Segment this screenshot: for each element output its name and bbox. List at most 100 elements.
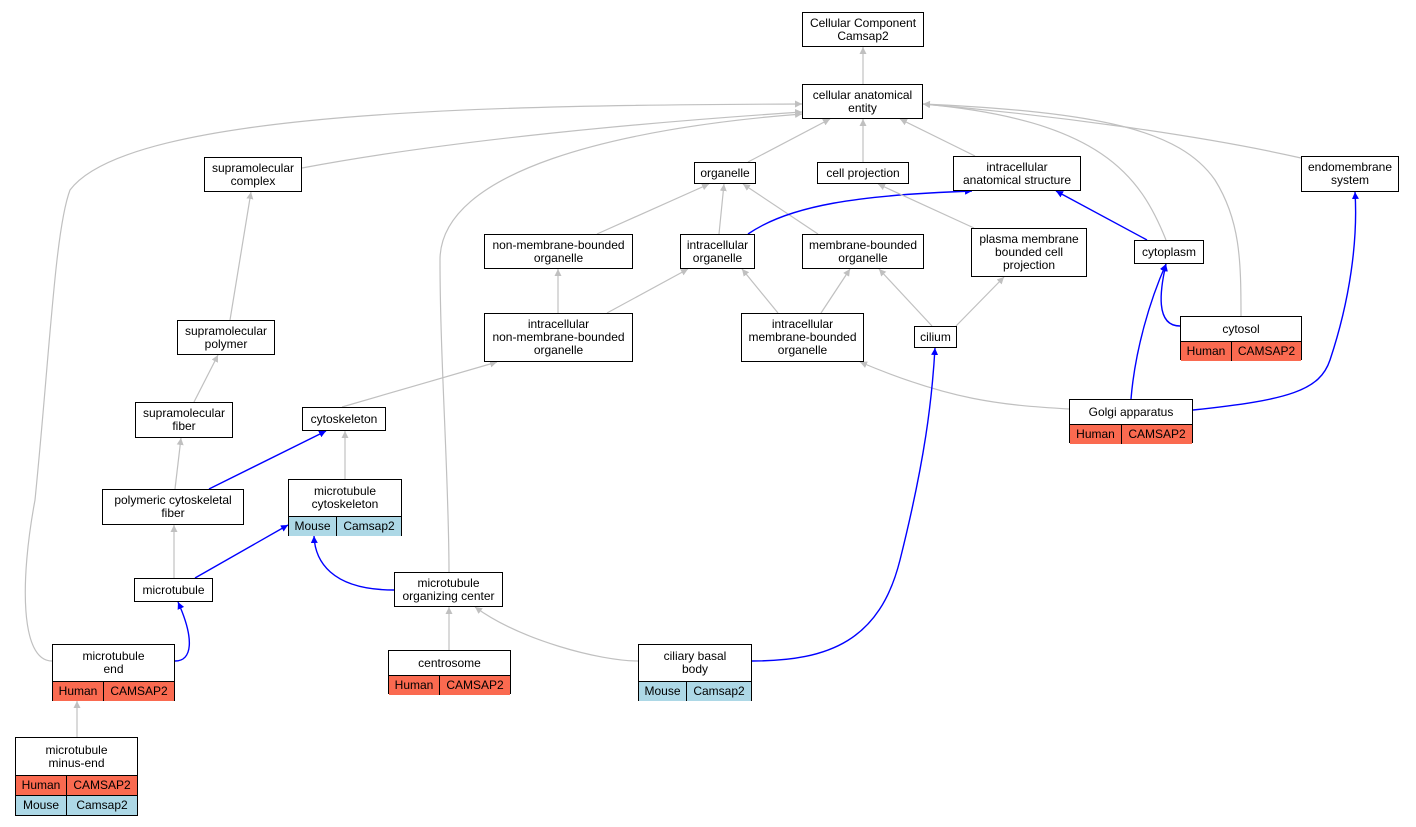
node-label: intracellular organelle [686,237,749,265]
edge-imbo-to-intracellular-organelle [741,268,779,314]
node-pcf[interactable]: polymeric cytoskeletal fiber [102,489,244,525]
gene-cell: CAMSAP2 [1237,344,1296,358]
edge-cytoplasm-to-cae [922,101,1167,241]
node-inmbo[interactable]: intracellular non-membrane-bounded organ… [484,313,633,362]
node-imbo[interactable]: intracellular membrane-bounded organelle [741,313,864,362]
node-label: non-membrane-bounded organelle [492,237,625,265]
edge-mtoc-to-mt-cytoskeleton [310,535,395,591]
node-label: intracellular anatomical structure [962,159,1072,187]
edge-cytosol-to-cytoplasm [1160,263,1181,327]
node-label: Golgi apparatus [1088,404,1174,419]
edge-cilium-to-pmbcp [955,276,1005,327]
edge-mtoc-to-cae [439,111,803,573]
node-label: supramolecular complex [211,160,295,188]
edge-golgi-to-cytoplasm [1130,263,1167,400]
node-label: intracellular non-membrane-bounded organ… [492,317,625,357]
node-nmbo[interactable]: non-membrane-bounded organelle [484,234,633,269]
annotation-row: Human CAMSAP2 [53,681,174,701]
gene-cell: CAMSAP2 [446,678,504,692]
gene-cell: Camsap2 [343,519,395,533]
node-label: cilium [920,329,951,344]
node-supramolecular-fiber[interactable]: supramolecular fiber [135,402,233,438]
edge-mt-end-to-cae [24,100,803,662]
node-cellular-component[interactable]: Cellular Component Camsap2 [802,12,924,47]
node-label: polymeric cytoskeletal fiber [114,493,232,520]
species-cell: Mouse [639,682,687,701]
species-cell: Mouse [289,517,337,536]
node-microtubule[interactable]: microtubule [134,578,213,602]
edge-microtubule-to-mt-cytoskeleton [194,524,289,579]
edge-supramolecular-complex-to-cae [301,108,803,169]
edge-imbo-to-mbo [820,268,851,314]
edge-supramolecular-fiber-to-supramolecular-polymer [193,354,219,403]
gene-cell: CAMSAP2 [110,684,168,698]
edge-mbo-to-organelle [742,183,819,235]
node-mtoc[interactable]: microtubule organizing center [394,572,503,607]
node-label: cytoskeleton [310,411,378,426]
edge-cilium-to-mbo [878,268,933,327]
node-label: microtubule organizing center [402,575,495,603]
edge-cytoskeleton-to-inmbo [341,360,498,408]
node-label: microtubule cytoskeleton [311,484,379,511]
node-label: supramolecular polymer [184,323,268,351]
node-label: endomembrane system [1307,160,1393,187]
edge-inmbo-to-intracellular-organelle [606,268,689,314]
edge-supramolecular-polymer-to-supramolecular-complex [229,191,254,321]
species-cell: Human [53,682,104,701]
node-label: organelle [700,165,750,180]
node-label: microtubule end [82,649,145,676]
edge-golgi-to-endomembrane [1192,191,1359,411]
node-organelle[interactable]: organelle [694,162,756,184]
edge-pcf-to-cytoskeleton [208,430,327,490]
node-cytoskeleton[interactable]: cytoskeleton [302,407,386,431]
species-cell: Human [1181,342,1232,361]
edge-golgi-to-imbo [859,361,1070,410]
node-mbo[interactable]: membrane-bounded organelle [802,234,924,269]
node-intracellular-organelle[interactable]: intracellular organelle [680,234,755,269]
edge-nmbo-to-organelle [596,183,710,235]
node-label: microtubule [142,582,205,597]
node-supramolecular-complex[interactable]: supramolecular complex [204,157,302,192]
node-endomembrane[interactable]: endomembrane system [1301,156,1399,192]
gene-cell: CAMSAP2 [73,778,131,792]
annotation-row: Human CAMSAP2 [16,775,137,795]
edge-intracellular-organelle-to-organelle [718,183,727,235]
node-label: membrane-bounded organelle [808,237,918,265]
node-cilium[interactable]: cilium [914,326,957,348]
edge-pmbcp-to-cell-projection [877,183,975,229]
node-cell-projection[interactable]: cell projection [817,162,909,184]
node-label: centrosome [418,655,481,670]
annotation-row: Mouse Camsap2 [289,516,401,536]
node-pmbcp[interactable]: plasma membrane bounded cell projection [971,228,1087,277]
node-label: cytosol [1222,321,1260,336]
species-cell: Human [16,776,67,795]
node-cae[interactable]: cellular anatomical entity [802,84,923,119]
edge-ciliary-basal-body-to-cilium [751,347,939,662]
edge-ias-to-cae [899,118,976,157]
edge-mt-end-to-microtubule [174,601,191,662]
edge-cytosol-to-cae [922,100,1242,317]
edge-cytoplasm-to-ias [1055,190,1148,241]
node-label: ciliary basal body [663,649,727,676]
node-label: cellular anatomical entity [812,87,913,115]
species-cell: Human [1070,425,1122,444]
edge-endomembrane-to-cae [922,101,1302,159]
gene-cell: Camsap2 [76,798,128,812]
node-ias[interactable]: intracellular anatomical structure [953,156,1081,191]
edge-pcf-to-supramolecular-fiber [174,437,184,490]
node-cytoplasm[interactable]: cytoplasm [1134,240,1204,264]
node-supramolecular-polymer[interactable]: supramolecular polymer [177,320,275,355]
node-label: supramolecular fiber [142,406,226,433]
